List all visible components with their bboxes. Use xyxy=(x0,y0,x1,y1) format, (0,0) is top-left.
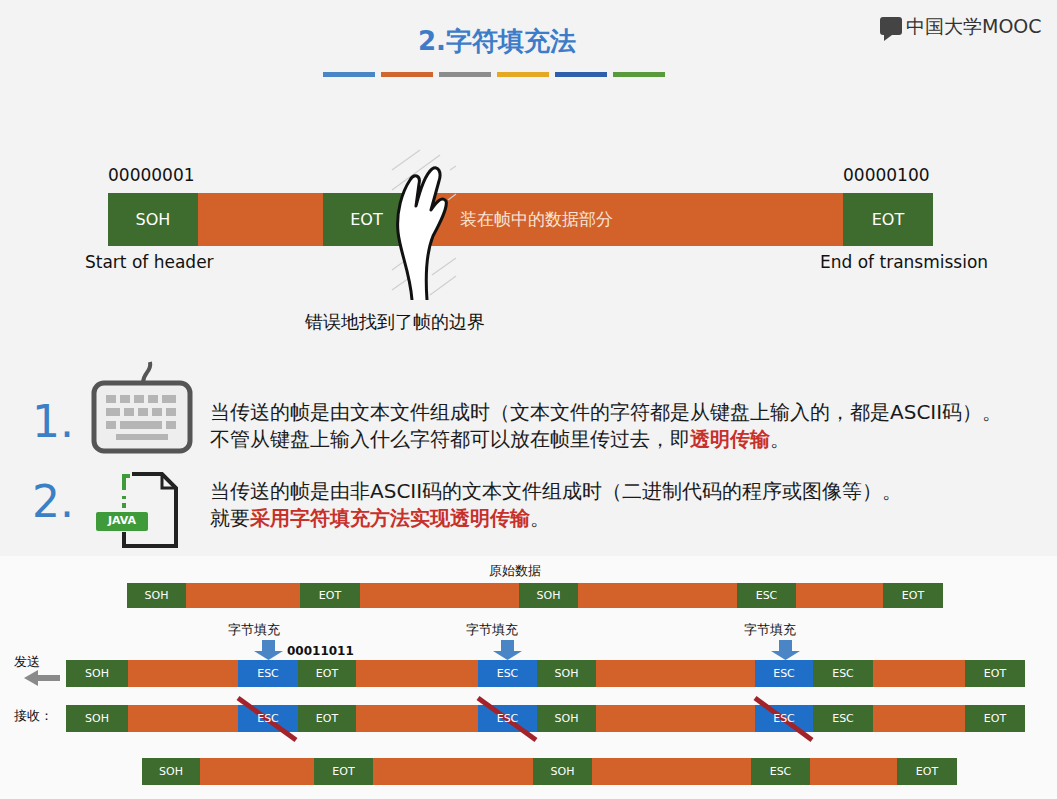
keyboard-icon xyxy=(94,362,190,451)
annotation: 00000100 xyxy=(843,165,930,185)
control-char-box: ESC xyxy=(813,660,873,687)
frame-data-field: 装在帧中的数据部分 xyxy=(410,193,843,246)
box-text: ESC xyxy=(497,712,519,725)
box-text: EOT xyxy=(984,667,1006,680)
box-text: ESC xyxy=(756,589,778,602)
control-char-box: SOH xyxy=(108,193,198,246)
box-text: ESC xyxy=(257,667,279,680)
control-char-box: EOT xyxy=(883,583,943,608)
box-text: EOT xyxy=(916,765,938,778)
control-char-box: SOH xyxy=(537,660,596,687)
box-text: EOT xyxy=(319,589,341,602)
box-text: ESC xyxy=(497,667,519,680)
box-text: SOH xyxy=(551,765,575,778)
body-text: 。 xyxy=(530,506,550,530)
control-char-box: EOT xyxy=(965,705,1025,732)
control-char-box: EOT xyxy=(298,705,356,732)
control-char-box: EOT xyxy=(300,583,360,608)
box-text: ESC xyxy=(832,667,854,680)
row-bar xyxy=(127,583,943,608)
stuffed-esc-byte: ESC xyxy=(478,705,537,732)
box-text: ESC xyxy=(773,712,795,725)
point-number: 1. xyxy=(32,396,74,449)
control-char-box: EOT xyxy=(298,660,356,687)
box-text: ESC xyxy=(770,765,792,778)
java-file-icon xyxy=(96,474,176,546)
box-text: EOT xyxy=(332,765,354,778)
explanation-paragraph: 当传送的帧是由非ASCII码的文本文件组成时（二进制代码的程序或图像等）。就要采… xyxy=(210,478,910,532)
box-text: EOT xyxy=(902,589,924,602)
control-char-box: ESC xyxy=(813,705,873,732)
annotation: 错误地找到了帧的边界 xyxy=(305,311,485,333)
box-text: SOH xyxy=(555,667,579,680)
annotation: 字节填充 xyxy=(744,622,796,638)
stuffed-esc-byte: ESC xyxy=(755,660,813,687)
box-text: EOT xyxy=(316,667,338,680)
removal-slash xyxy=(238,698,812,740)
stuffed-esc-byte: ESC xyxy=(238,660,298,687)
logo-text: 中国大学MOOC xyxy=(906,15,1042,38)
box-text: ESC xyxy=(773,667,795,680)
slide-title: 2.字符填充法 xyxy=(418,26,576,57)
annotation: 接收： xyxy=(14,708,53,724)
control-char-box: SOH xyxy=(66,660,128,687)
annotation: 原始数据 xyxy=(489,563,541,579)
annotation: JAVA xyxy=(108,514,136,527)
stuffed-esc-byte: ESC xyxy=(478,660,537,687)
annotation: 字节填充 xyxy=(228,622,280,638)
point-number: 2. xyxy=(32,476,74,529)
box-text: EOT xyxy=(872,210,904,229)
stuffed-esc-byte: ESC xyxy=(238,705,298,732)
stuffed-esc-byte: ESC xyxy=(755,705,813,732)
body-text: 。 xyxy=(770,427,790,451)
box-text: EOT xyxy=(316,712,338,725)
box-text: SOH xyxy=(85,667,109,680)
highlight-text: 透明传输 xyxy=(690,427,770,451)
control-char-box: SOH xyxy=(66,705,128,732)
control-char-box: SOH xyxy=(142,758,200,785)
control-char-box: EOT xyxy=(897,758,957,785)
annotation: 字节填充 xyxy=(466,622,518,638)
box-text: SOH xyxy=(136,210,171,229)
box-text: SOH xyxy=(159,765,183,778)
pointing-hand xyxy=(398,168,447,300)
control-char-box: EOT xyxy=(843,193,933,246)
box-text: SOH xyxy=(85,712,109,725)
box-text: SOH xyxy=(145,589,169,602)
control-char-box: ESC xyxy=(751,758,810,785)
box-text: EOT xyxy=(350,210,382,229)
annotation: 00000001 xyxy=(108,165,195,185)
control-char-box: SOH xyxy=(537,705,596,732)
body-text: 当传送的帧是由文本文件组成时（文本文件的字符都是从键盘上输入的，都是ASCII码… xyxy=(210,400,1002,451)
row-bar xyxy=(142,758,957,785)
control-char-box: SOH xyxy=(127,583,186,608)
explanation-paragraph: 当传送的帧是由文本文件组成时（文本文件的字符都是从键盘上输入的，都是ASCII码… xyxy=(210,399,1022,453)
logo-icon xyxy=(880,17,902,41)
control-char-box: SOH xyxy=(533,758,592,785)
title-color-bar xyxy=(323,72,665,77)
control-char-box: SOH xyxy=(519,583,578,608)
control-char-box: EOT xyxy=(314,758,373,785)
annotation: End of transmission xyxy=(820,252,988,272)
box-text: ESC xyxy=(257,712,279,725)
box-text: SOH xyxy=(555,712,579,725)
annotation: Start of header xyxy=(85,252,214,272)
annotation: 发送 xyxy=(14,654,40,670)
row-bar xyxy=(66,660,1025,687)
frame-data-bar xyxy=(198,193,843,246)
control-char-box: ESC xyxy=(737,583,796,608)
box-text: 装在帧中的数据部分 xyxy=(460,208,613,231)
send-arrow xyxy=(24,670,60,686)
row-bar xyxy=(66,705,1025,732)
annotation: 00011011 xyxy=(287,644,354,658)
box-text: EOT xyxy=(984,712,1006,725)
box-text: SOH xyxy=(537,589,561,602)
stuffing-arrow xyxy=(254,640,800,660)
control-char-box: EOT xyxy=(965,660,1025,687)
box-text: ESC xyxy=(832,712,854,725)
highlight-text: 采用字符填充方法实现透明传输 xyxy=(250,506,530,530)
